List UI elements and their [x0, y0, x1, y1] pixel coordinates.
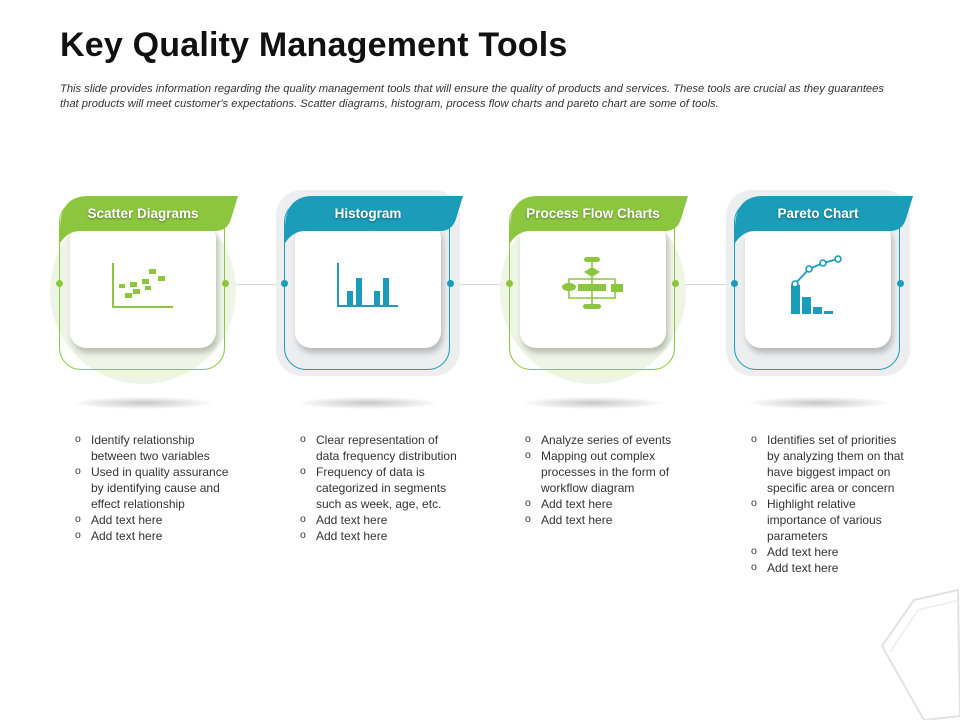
list-item: Add text here	[523, 511, 683, 528]
pareto-chart-icon	[791, 255, 842, 314]
list-item: Add text here	[749, 559, 909, 576]
list-item: Clear representation of data frequency d…	[298, 431, 458, 464]
card-header-tab	[735, 196, 913, 243]
page-subtitle: This slide provides information regardin…	[60, 83, 884, 110]
card-inner-panel	[745, 222, 891, 348]
tool-title: Process Flow Charts	[526, 206, 660, 221]
tool-card-histogram: Histogram	[273, 190, 463, 420]
tool-bullets-scatter-diagrams: Identify relationship between two variab…	[73, 431, 233, 544]
connector-dot-left	[56, 280, 63, 287]
list-item: Analyze series of events	[523, 431, 683, 448]
connector-dot-left	[281, 280, 288, 287]
scatter-plot-icon	[112, 263, 173, 308]
connector-dot-right	[672, 280, 679, 287]
list-item: Add text here	[73, 511, 233, 528]
card-shadow	[523, 397, 663, 409]
tool-title: Scatter Diagrams	[87, 206, 199, 221]
card-header-tab	[285, 196, 463, 243]
connector-dot-right	[447, 280, 454, 287]
flowchart-icon	[562, 257, 623, 309]
tool-title: Pareto Chart	[777, 206, 859, 221]
card-inner-panel	[295, 222, 441, 348]
connector-dot-right	[897, 280, 904, 287]
card-inner-panel	[70, 222, 216, 348]
tool-bullets-histogram: Clear representation of data frequency d…	[298, 431, 458, 544]
card-shadow	[298, 397, 438, 409]
connector-dot-left	[731, 280, 738, 287]
list-item: Used in quality assurance by identifying…	[73, 463, 233, 512]
card-shadow	[748, 397, 888, 409]
tool-bullets-process-flow-charts: Analyze series of events Mapping out com…	[523, 431, 683, 528]
tool-card-process-flow-charts: Process Flow Charts	[498, 190, 688, 420]
list-item: Add text here	[73, 527, 233, 544]
connector-line-3	[684, 284, 734, 285]
list-item: Add text here	[298, 527, 458, 544]
histogram-icon	[337, 263, 398, 307]
card-header-tab	[60, 196, 238, 243]
list-item: Add text here	[523, 495, 683, 512]
list-item: Add text here	[298, 511, 458, 528]
connector-line-1	[234, 284, 284, 285]
page-title: Key Quality Management Tools	[60, 26, 568, 64]
tool-title: Histogram	[334, 206, 402, 221]
card-header-tab	[510, 196, 688, 243]
list-item: Frequency of data is categorized in segm…	[298, 463, 458, 512]
list-item: Add text here	[749, 543, 909, 560]
tool-card-pareto-chart: Pareto Chart	[723, 190, 913, 420]
list-item: Mapping out complex processes in the for…	[523, 447, 683, 496]
decorative-hexagon-outline	[880, 588, 960, 720]
tool-bullets-pareto-chart: Identifies set of priorities by analyzin…	[749, 431, 909, 576]
connector-line-2	[459, 284, 509, 285]
connector-dot-left	[506, 280, 513, 287]
list-item: Highlight relative importance of various…	[749, 495, 909, 544]
connector-dot-right	[222, 280, 229, 287]
list-item: Identifies set of priorities by analyzin…	[749, 431, 909, 496]
tool-card-scatter-diagrams: Scatter Diagrams	[48, 190, 238, 420]
card-shadow	[73, 397, 213, 409]
list-item: Identify relationship between two variab…	[73, 431, 233, 464]
